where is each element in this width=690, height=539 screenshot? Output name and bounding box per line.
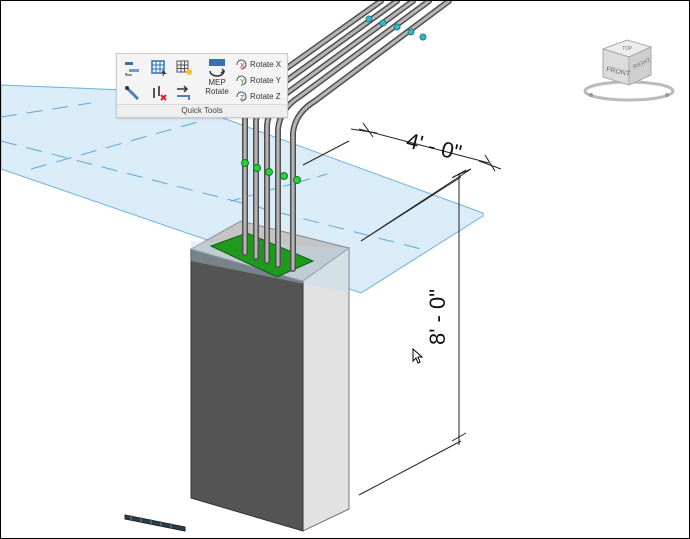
rotate-z-icon: Z	[236, 91, 247, 102]
dimension-width-label[interactable]: 4' - 0"	[404, 128, 464, 166]
route-tool-button[interactable]	[175, 84, 193, 102]
rotate-y-label: Rotate Y	[250, 75, 281, 85]
mouse-cursor-icon	[412, 348, 424, 364]
conduit-connectors-upper[interactable]	[365, 15, 427, 41]
pipe-wand-icon	[124, 85, 140, 101]
pipe-tool-button[interactable]	[123, 84, 141, 102]
viewcube-top-label: TOP	[622, 46, 633, 52]
connector-node[interactable]	[280, 172, 288, 180]
conduit-connectors-lower[interactable]	[241, 159, 301, 184]
mep-rotate-label-line1: MEP	[208, 78, 226, 87]
connector-node[interactable]	[393, 23, 401, 31]
mep-rotate-button[interactable]: MEP Rotate	[202, 56, 232, 100]
mep-rotate-label-line2: Rotate	[205, 87, 229, 96]
connector-node[interactable]	[379, 19, 387, 27]
rotate-x-button[interactable]: X Rotate X	[235, 57, 281, 71]
plane-dash-line	[30, 120, 202, 170]
rotate-z-button[interactable]: Z Rotate Z	[235, 89, 281, 103]
svg-text:Y: Y	[240, 79, 245, 86]
svg-text:Z: Z	[240, 95, 245, 102]
viewcube[interactable]: TOP FRONT RIGHT	[581, 37, 677, 107]
viewcube-compass-marker[interactable]	[589, 93, 593, 97]
quick-tools-panel: MEP Rotate X Rotate X Y Rotate Y Z Rotat…	[116, 53, 288, 118]
connector-node[interactable]	[407, 28, 415, 36]
rotate-z-label: Rotate Z	[250, 91, 281, 101]
disconnect-icon	[153, 86, 167, 101]
rotate-y-button[interactable]: Y Rotate Y	[235, 73, 281, 87]
svg-text:X: X	[240, 63, 245, 70]
connector-node[interactable]	[241, 159, 249, 167]
connector-node[interactable]	[265, 168, 273, 176]
grid-highlight-button[interactable]	[175, 59, 193, 77]
grid-select-button[interactable]	[150, 59, 168, 77]
rotate-y-icon: Y	[236, 75, 247, 86]
dimension-height-label[interactable]: 8' - 0"	[425, 289, 450, 345]
rebar-stub[interactable]	[124, 514, 186, 532]
align-icon	[125, 62, 139, 76]
plane-dash-line	[1, 102, 92, 118]
viewcube-compass-marker[interactable]	[665, 93, 669, 97]
route-arrows-icon	[177, 85, 190, 100]
plane-dash-line	[1, 140, 422, 250]
connector-node[interactable]	[419, 33, 427, 41]
grid-cursor-icon	[151, 60, 167, 77]
base-plate[interactable]	[209, 232, 315, 278]
mep-rotate-icon	[209, 59, 226, 77]
column-front-face[interactable]	[190, 248, 304, 532]
disconnect-button[interactable]	[150, 84, 168, 102]
rotate-x-label: Rotate X	[250, 59, 282, 69]
connector-node[interactable]	[365, 15, 373, 23]
viewcube-right-face[interactable]	[628, 46, 652, 86]
grid-bulb-icon	[176, 60, 192, 75]
quick-tools-title: Quick Tools	[117, 104, 287, 117]
dimension-height[interactable]	[358, 168, 472, 496]
connector-node[interactable]	[253, 164, 261, 172]
rotate-x-icon: X	[236, 59, 247, 70]
align-tool-button[interactable]	[123, 59, 141, 77]
connector-node[interactable]	[293, 176, 301, 184]
